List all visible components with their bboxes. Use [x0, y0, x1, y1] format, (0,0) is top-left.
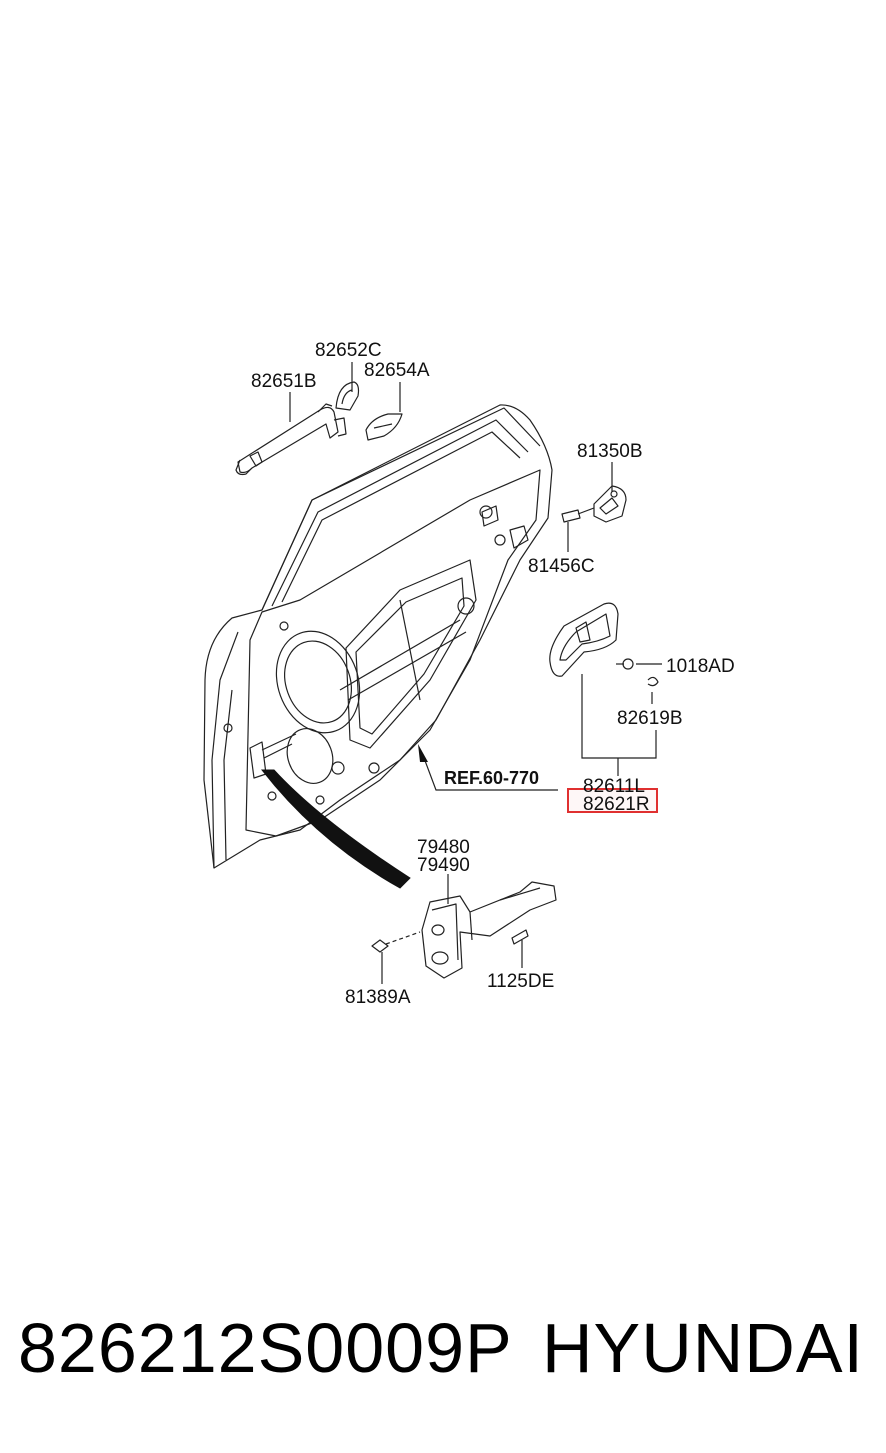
leader-lines: [289, 362, 662, 984]
inside-handle-drawing: [549, 602, 659, 687]
label-82619B: 82619B: [617, 708, 683, 729]
label-81350B: 81350B: [577, 441, 643, 462]
handle-cover-drawing: [335, 381, 360, 411]
label-82654A: 82654A: [364, 360, 430, 381]
key-cover-drawing: [365, 413, 403, 441]
striker-drawing: [561, 485, 627, 523]
door-check-drawing: [371, 881, 557, 979]
label-ref: REF.60-770: [444, 768, 539, 788]
part-number: 826212S0009P: [18, 1309, 513, 1387]
label-1125DE: 1125DE: [487, 971, 554, 992]
label-82621R: 82621R: [583, 794, 650, 815]
footer: 826212S0009P HYUNDAI: [0, 1300, 886, 1400]
label-81456C: 81456C: [528, 556, 595, 577]
label-82652C: 82652C: [315, 340, 382, 361]
brand-name: HYUNDAI: [541, 1309, 864, 1387]
label-1018AD: 1018AD: [666, 656, 735, 677]
label-79480: 79480: [417, 837, 470, 858]
outside-handle-drawing: [235, 403, 347, 476]
highlight-box: [567, 788, 658, 813]
door-panel-drawing: [203, 404, 553, 889]
label-82651B: 82651B: [251, 371, 317, 392]
label-79490: 79490: [417, 855, 470, 876]
label-81389A: 81389A: [345, 987, 411, 1008]
label-82611L: 82611L: [583, 776, 645, 797]
